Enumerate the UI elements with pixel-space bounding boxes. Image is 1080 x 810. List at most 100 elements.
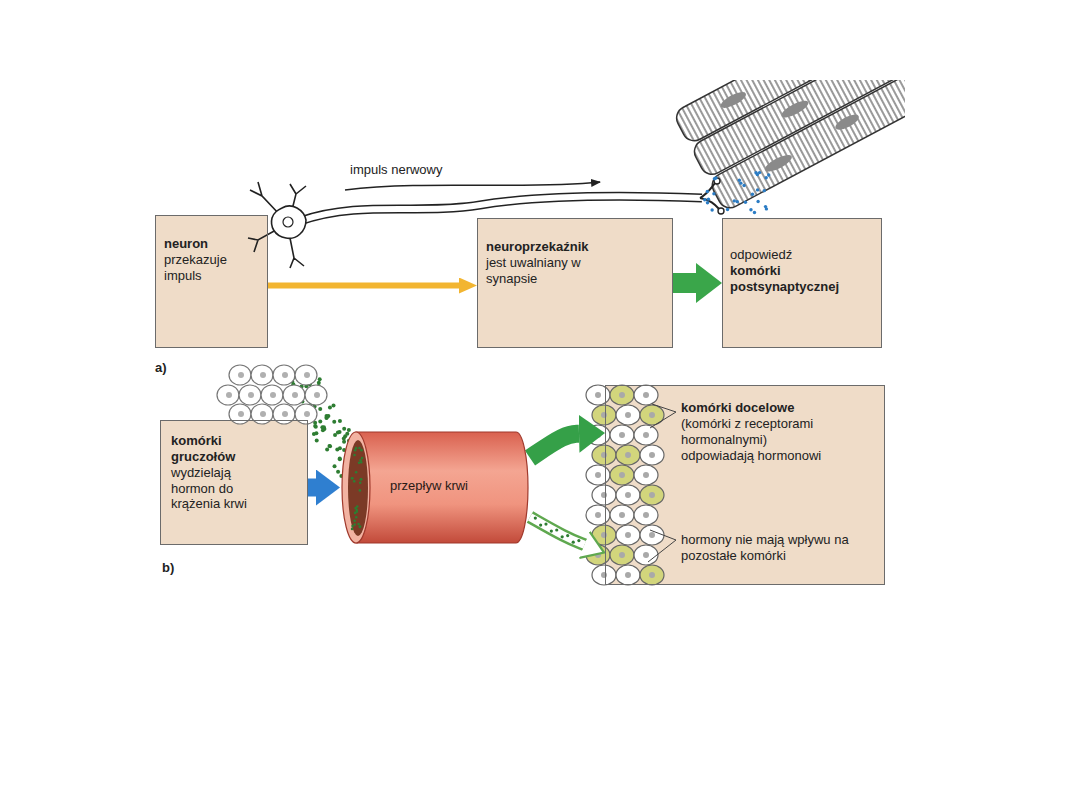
hormone-dot — [353, 523, 356, 526]
gland-cells — [217, 365, 327, 424]
part-label: b) — [162, 560, 174, 575]
connector-path — [673, 273, 696, 293]
cell-nucleus — [619, 552, 625, 558]
hormone-dot — [328, 444, 332, 448]
cell-nucleus — [619, 392, 625, 398]
axon-terminal — [700, 182, 720, 210]
vessel-opening — [342, 432, 370, 543]
cell-nucleus — [643, 472, 649, 478]
cell-nucleus — [595, 392, 601, 398]
target-box: komórki docelowe(komórki z receptorami h… — [605, 385, 885, 585]
hormone-dot — [347, 428, 351, 432]
target-cell — [610, 545, 634, 565]
other-cell — [634, 505, 658, 525]
cell-nucleus — [619, 512, 625, 518]
blood-vessel: przepływ krwi — [340, 430, 530, 545]
node-heading: komórki postsynaptycznej — [730, 263, 870, 295]
cell-nucleus — [260, 372, 266, 378]
transmitter-dot — [751, 193, 754, 196]
cell-nucleus — [260, 411, 266, 417]
green-arrow — [530, 434, 579, 458]
cell-nucleus — [238, 411, 244, 417]
cell-nucleus — [238, 372, 244, 378]
box-fill — [155, 215, 268, 348]
leader-line — [648, 404, 676, 562]
hormone-dot — [355, 509, 358, 512]
hormone-dot — [534, 516, 537, 519]
cell-nucleus — [625, 452, 631, 458]
node-text: hormony nie mają wpływu na pozostałe kom… — [681, 532, 851, 564]
target-cell — [592, 445, 616, 465]
transmitter-dot — [749, 208, 752, 211]
node-heading: neuroprzekaźnik — [486, 239, 661, 255]
cell-nucleus — [595, 432, 601, 438]
hormone-dot — [336, 470, 340, 474]
process-box: komórki gruczołówwydzielają hormon do kr… — [160, 420, 308, 545]
hormone-dot — [566, 534, 569, 537]
other-cell — [586, 505, 610, 525]
hollow-arrow — [530, 516, 585, 544]
signal-label: impuls nerwowy — [350, 162, 442, 177]
other-cell — [592, 565, 616, 585]
transmitter-dot — [767, 173, 770, 176]
fiber-nucleus — [779, 98, 810, 121]
other-cell — [610, 505, 634, 525]
gland-cell — [239, 385, 261, 405]
hormone-dot — [572, 541, 575, 544]
gland-cell — [305, 385, 327, 405]
hormone-dot — [332, 403, 336, 407]
gland-cell — [273, 365, 295, 385]
node-heading: komórki gruczołów — [171, 433, 271, 465]
hormone-dot — [359, 459, 362, 462]
cell-nucleus — [649, 532, 655, 538]
other-cell — [592, 485, 616, 505]
other-cell — [616, 485, 640, 505]
hormone-dot — [351, 477, 354, 480]
cell-nucleus — [304, 411, 310, 417]
connector-path — [530, 517, 585, 545]
process-box: neuronprzekazuje impuls — [155, 215, 268, 348]
transmitter-dot — [764, 176, 767, 179]
hormone-dot — [338, 456, 342, 460]
muscle-fibers — [672, 80, 905, 212]
cell-nucleus — [643, 432, 649, 438]
transmitter-dot — [754, 171, 757, 174]
neuron-illustration — [248, 178, 724, 268]
hormone-dot — [353, 480, 356, 483]
connector-path — [530, 434, 579, 458]
transmitter-dot — [706, 190, 709, 193]
hormone-dot — [359, 526, 362, 529]
green-arrow — [673, 283, 696, 284]
gland-cell — [295, 365, 317, 385]
node-text: przepływ krwi — [390, 478, 520, 494]
other-cell — [640, 525, 664, 545]
hormone-dot — [318, 419, 322, 423]
cell-nucleus — [292, 392, 298, 398]
other-cell — [586, 385, 610, 405]
transmitter-dot — [742, 184, 745, 187]
cell-nucleus — [649, 492, 655, 498]
vessel-lumen — [348, 440, 368, 536]
hormone-dot — [332, 420, 336, 424]
node-text: przekazuje impuls — [164, 252, 244, 284]
vessel-wall — [356, 432, 528, 543]
other-cell — [616, 405, 640, 425]
hormone-dot — [335, 448, 339, 452]
yellow-arrow — [268, 285, 459, 286]
cell-nucleus — [643, 512, 649, 518]
hormone-dot — [550, 529, 553, 532]
other-cell — [634, 425, 658, 445]
hormone-dot — [333, 464, 337, 468]
hormone-dot — [555, 528, 558, 531]
transmitter-dot — [706, 201, 709, 204]
impulse-arrow — [345, 182, 600, 190]
hormone-dot — [354, 449, 357, 452]
cell-nucleus — [625, 572, 631, 578]
hormone-dot — [325, 448, 329, 452]
neurotransmitter-dots — [703, 171, 770, 214]
cell-nucleus — [270, 392, 276, 398]
hormone-dot — [539, 523, 542, 526]
synaptic-knob — [718, 208, 724, 214]
node-text: wydzielają hormon do krążenia krwi — [171, 465, 269, 513]
transmitter-dot — [703, 198, 706, 201]
